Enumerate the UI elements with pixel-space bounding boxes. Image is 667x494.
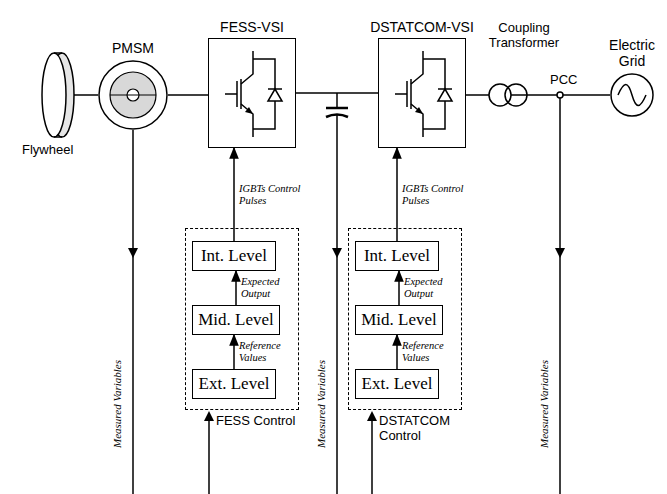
igbt-symbol: [379, 39, 467, 149]
signal-label: Measured Variables: [111, 359, 123, 449]
converter-box: DSTATCOM-VSI: [378, 38, 466, 148]
machine-circle: Electric Grid: [610, 73, 654, 117]
level-label: Ext. Level: [199, 374, 270, 394]
igbt-symbol: [209, 39, 297, 149]
connector: [168, 94, 208, 96]
node-title: PMSM: [112, 40, 154, 56]
part-label: Coupling Transformer: [482, 20, 566, 50]
edge-label: Reference Values: [402, 340, 452, 364]
edge-label: Expected Output: [404, 276, 454, 300]
connector: [235, 271, 237, 305]
edge-label: Reference Values: [239, 340, 289, 364]
level-label: Mid. Level: [361, 310, 437, 330]
control-group: FESS ControlInt. LevelMid. LevelExt. Lev…: [185, 228, 299, 410]
dc-link-capacitor: [326, 93, 348, 494]
level-box: Ext. Level: [192, 369, 276, 399]
converter-box: FESS-VSI: [208, 38, 296, 148]
connector: [466, 94, 610, 96]
level-box: Mid. Level: [192, 305, 280, 335]
measured-lines: [133, 98, 560, 494]
node-title: FESS-VSI: [220, 19, 284, 35]
pmsm-symbol: [98, 60, 168, 130]
pcc-dot: [557, 92, 563, 98]
control-input-arrows: [209, 420, 372, 494]
level-label: Int. Level: [364, 246, 430, 266]
level-box: Mid. Level: [355, 305, 443, 335]
edge-label: Expected Output: [241, 276, 291, 300]
node-title: DSTATCOM-VSI: [370, 19, 474, 35]
level-box: Int. Level: [192, 241, 276, 271]
grid-symbol: [610, 73, 654, 117]
machine-circle: PMSM: [98, 60, 168, 130]
part-label: Flywheel: [22, 142, 73, 157]
coupling-transformer: [489, 84, 527, 106]
level-label: Int. Level: [201, 246, 267, 266]
control-label: FESS Control: [216, 413, 306, 428]
control-label: DSTATCOM Control: [379, 413, 469, 443]
level-box: Ext. Level: [355, 369, 439, 399]
control-group: DSTATCOM ControlInt. LevelMid. LevelExt.…: [348, 228, 462, 410]
part-label: PCC: [550, 72, 577, 87]
edge-label: IGBTs Control Pulses: [402, 183, 474, 207]
level-box: Int. Level: [355, 241, 439, 271]
signal-label: Measured Variables: [315, 359, 327, 449]
node-title: Electric Grid: [602, 37, 662, 69]
flywheel-drawing: [42, 53, 98, 137]
connector: [396, 335, 398, 369]
connector: [233, 335, 235, 369]
level-label: Ext. Level: [362, 374, 433, 394]
signal-label: Measured Variables: [538, 359, 550, 449]
edge-label: IGBTs Control Pulses: [239, 183, 311, 207]
level-label: Mid. Level: [198, 310, 274, 330]
connector: [398, 271, 400, 305]
